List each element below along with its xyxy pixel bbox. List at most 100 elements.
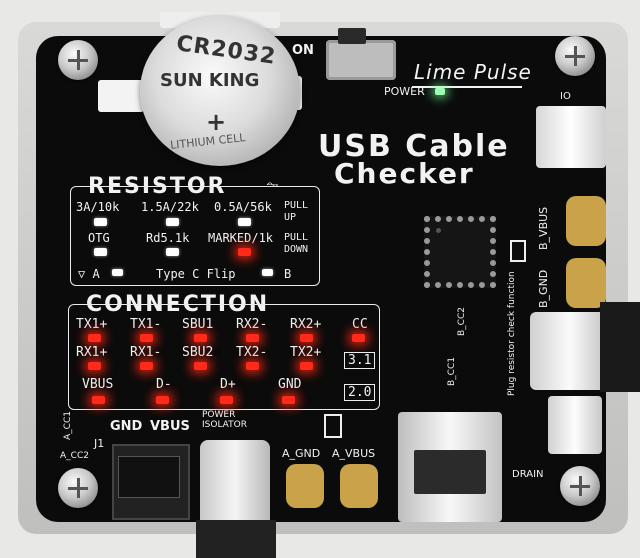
screw-top-left xyxy=(58,40,98,80)
led-rx2m xyxy=(246,334,259,342)
battery-plus: + xyxy=(206,108,227,136)
a-cc2-label: A_CC2 xyxy=(60,451,89,461)
screw-bottom-left xyxy=(58,468,98,508)
c-rx2p-label: RX2+ xyxy=(290,317,322,332)
led-tx2p xyxy=(300,362,313,370)
coin-cell-battery xyxy=(140,16,300,166)
connection-group-box xyxy=(68,304,380,410)
resistor-symbol: ⏦ xyxy=(266,174,280,193)
gnd-header-label: GND xyxy=(110,419,143,434)
led-dp xyxy=(220,396,233,404)
c-dp-label: D+ xyxy=(220,377,236,392)
b-port-icon xyxy=(510,240,526,262)
c-rx1m-label: RX1- xyxy=(130,345,162,360)
r-05a-label: 0.5A/56k xyxy=(214,200,272,214)
r-marked-label: MARKED/1k xyxy=(208,231,274,245)
j1-label: J1 xyxy=(94,437,105,450)
c-rx1p-label: RX1+ xyxy=(76,345,108,360)
c-sbu2-label: SBU2 xyxy=(182,345,214,360)
led-sbu1 xyxy=(194,334,207,342)
screw-bottom-right xyxy=(560,466,600,506)
c-cc-label: CC xyxy=(352,317,368,332)
c-tx2m-label: TX2- xyxy=(236,345,268,360)
plug-resistor-label: Plug resistor check function xyxy=(507,271,517,396)
usb-c-port-b[interactable] xyxy=(530,312,610,390)
led-rd xyxy=(166,248,179,256)
type-c-flip-label: Type C Flip xyxy=(156,267,236,281)
usb-a-port-inner xyxy=(414,450,486,494)
led-vbus xyxy=(92,396,105,404)
pad-b-gnd xyxy=(566,258,606,308)
c-dm-label: D- xyxy=(156,377,172,392)
b-cc2-label: B_CC2 xyxy=(457,307,467,336)
screw-top-right xyxy=(555,36,595,76)
usb-c-plug-cable xyxy=(600,302,640,392)
battery-brand: SUN KING xyxy=(160,70,260,91)
b-vbus-label: B_VBUS xyxy=(537,206,550,250)
on-label: ON xyxy=(292,43,314,58)
pad-a-vbus xyxy=(340,464,378,508)
b-gnd-label: B_GND xyxy=(537,269,550,308)
c-tx1m-label: TX1- xyxy=(130,317,162,332)
led-gnd xyxy=(282,396,295,404)
pad-a-gnd xyxy=(286,464,324,508)
side-a-label: ▽ A xyxy=(78,267,100,281)
c-tx2p-label: TX2+ xyxy=(290,345,322,360)
led-dm xyxy=(156,396,169,404)
brand-logo: Lime Pulse xyxy=(414,60,532,84)
led-tx2m xyxy=(246,362,259,370)
power-cable xyxy=(196,520,276,558)
title-line1: USB Cable xyxy=(318,129,510,164)
led-tx1p xyxy=(88,334,101,342)
io-label: IO xyxy=(560,91,571,102)
led-rx1m xyxy=(140,362,153,370)
led-side-a xyxy=(112,269,123,276)
c-rx2m-label: RX2- xyxy=(236,317,268,332)
power-switch-knob[interactable] xyxy=(338,28,366,44)
c-vbus-label: VBUS xyxy=(82,377,114,392)
pad-b-vbus xyxy=(566,196,606,246)
led-15a xyxy=(166,218,179,226)
battery-clip-left xyxy=(98,80,144,112)
micro-usb-port-top[interactable] xyxy=(536,106,606,168)
c-20-label: 2.0 xyxy=(344,384,376,401)
micro-usb-port-bottom[interactable] xyxy=(548,396,602,454)
led-cc xyxy=(352,334,365,342)
r-otg-label: OTG xyxy=(88,231,110,245)
c-tx1p-label: TX1+ xyxy=(76,317,108,332)
pin-jumper[interactable] xyxy=(118,456,180,498)
c-gnd-label: GND xyxy=(278,377,302,392)
r-15a-label: 1.5A/22k xyxy=(141,200,199,214)
side-b-label: B xyxy=(284,267,292,281)
led-3a xyxy=(94,218,107,226)
vbus-header-label: VBUS xyxy=(150,419,190,434)
a-port-icon xyxy=(324,414,342,438)
led-otg xyxy=(94,248,107,256)
led-rx2p xyxy=(300,334,313,342)
r-rd-label: Rd5.1k xyxy=(146,231,190,245)
led-marked xyxy=(238,248,251,256)
drain-label: DRAIN xyxy=(512,469,544,480)
title-line2: Checker xyxy=(334,157,475,190)
a-cc1-label: A_CC1 xyxy=(63,411,73,440)
brand-underline xyxy=(412,86,522,88)
pcb-board xyxy=(36,36,606,522)
power-led xyxy=(435,88,445,95)
a-gnd-label: A_GND xyxy=(282,447,321,460)
c-31-label: 3.1 xyxy=(344,352,376,369)
pull-down-label: PULL DOWN xyxy=(284,232,309,255)
chip-dot xyxy=(436,228,441,233)
pull-up-label: PULL UP xyxy=(284,200,309,223)
led-sbu2 xyxy=(194,362,207,370)
r-3a-label: 3A/10k xyxy=(76,200,120,214)
b-cc1-label: B_CC1 xyxy=(447,357,457,386)
microcontroller-chip xyxy=(424,216,496,288)
led-tx1m xyxy=(140,334,153,342)
a-vbus-label: A_VBUS xyxy=(332,447,376,460)
power-isolator-label: POWER ISOLATOR xyxy=(202,410,247,430)
c-sbu1-label: SBU1 xyxy=(182,317,214,332)
power-label: POWER xyxy=(384,85,425,98)
power-switch[interactable] xyxy=(326,40,396,80)
led-side-b xyxy=(262,269,273,276)
